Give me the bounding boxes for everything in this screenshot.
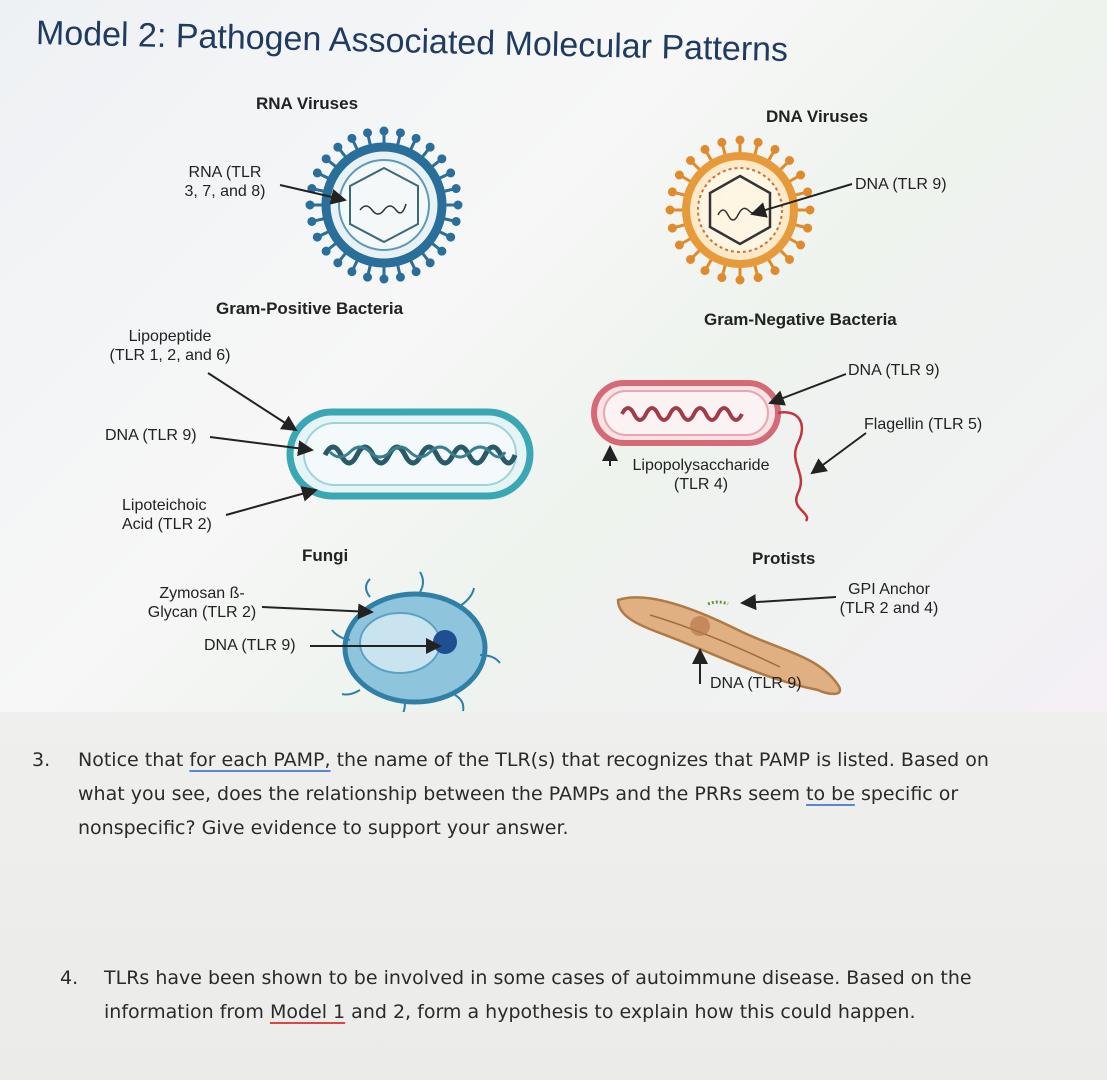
- lps-label-line2: (TLR 4): [673, 476, 729, 493]
- question-3-highlight-to-be: to be: [806, 783, 855, 805]
- gram-positive-header: Gram-Positive Bacteria: [216, 299, 404, 318]
- question-3-text: the name of the TLR(s) that recognizes t…: [330, 749, 989, 771]
- fungi-header: Fungi: [302, 546, 349, 565]
- lipoteichoic-label-line1: Lipoteichoic: [122, 497, 207, 514]
- rna-tlr-label-line2: 3, 7, and 8): [184, 183, 266, 200]
- protist-illustration: [616, 596, 842, 696]
- dna-virus-illustration: [665, 135, 815, 285]
- rna-virus-illustration: [305, 126, 463, 284]
- question-4-line-1: TLRs have been shown to be involved in s…: [104, 961, 972, 995]
- lipopeptide-label-line2: (TLR 1, 2, and 6): [109, 347, 231, 364]
- lps-label-line1: Lipopolysaccharide: [632, 457, 770, 474]
- lps-label: Lipopolysaccharide (TLR 4): [616, 456, 786, 494]
- gram-negative-dna-label: DNA (TLR 9): [848, 362, 940, 379]
- protist-dna-label: DNA (TLR 9): [710, 675, 802, 692]
- question-4: 4. TLRs have been shown to be involved i…: [60, 961, 1080, 1041]
- lipoteichoic-label-line2: Acid (TLR 2): [122, 516, 212, 533]
- lipopeptide-label-line1: Lipopeptide: [128, 328, 212, 345]
- question-4-highlight-model-1: Model 1: [269, 1001, 346, 1023]
- gram-positive-bacterium-illustration: [286, 408, 534, 500]
- zymosan-label-line2: Glycan (TLR 2): [147, 604, 257, 621]
- fungus-illustration: [331, 571, 501, 712]
- question-3-line-3: nonspecific? Give evidence to support yo…: [78, 811, 989, 845]
- question-3-highlight-for-each-pamp: for each PAMP,: [189, 749, 331, 771]
- question-3-line-1: Notice that for each PAMP, the name of t…: [78, 743, 989, 777]
- model-figure-background: [0, 0, 1107, 712]
- dna-virus-tlr-label: DNA (TLR 9): [855, 176, 947, 193]
- question-3-text: specific or: [854, 783, 959, 805]
- question-3-text: nonspecific? Give evidence to support yo…: [78, 817, 569, 839]
- dna-viruses-header: DNA Viruses: [766, 107, 869, 126]
- question-4-text: TLRs have been shown to be involved in s…: [104, 967, 972, 989]
- zymosan-label: Zymosan ß- Glycan (TLR 2): [138, 584, 266, 622]
- gpi-anchor-label-line1: GPI Anchor: [848, 581, 930, 598]
- gpi-anchor-label-line2: (TLR 2 and 4): [839, 600, 939, 617]
- rna-tlr-label: RNA (TLR 3, 7, and 8): [170, 163, 280, 201]
- gram-positive-dna-label: DNA (TLR 9): [105, 427, 197, 444]
- lipoteichoic-label: Lipoteichoic Acid (TLR 2): [122, 496, 212, 534]
- flagellin-label: Flagellin (TLR 5): [864, 416, 983, 433]
- question-4-number: 4.: [60, 967, 79, 989]
- zymosan-label-line1: Zymosan ß-: [159, 585, 245, 602]
- question-4-text: information from: [104, 1001, 270, 1023]
- pamp-diagram: [207, 126, 867, 712]
- rna-viruses-header: RNA Viruses: [256, 94, 359, 113]
- worksheet-background: [0, 712, 1107, 1080]
- question-4-line-2: information from Model 1 and 2, form a h…: [104, 995, 972, 1029]
- question-3: 3. Notice that for each PAMP, the name o…: [32, 743, 1082, 853]
- pointer-lines: [207, 183, 867, 684]
- question-3-text: what you see, does the relationship betw…: [78, 783, 807, 805]
- question-4-text: and 2, form a hypothesis to explain how …: [345, 1001, 916, 1023]
- gram-negative-header: Gram-Negative Bacteria: [704, 310, 897, 329]
- gpi-anchor-label: GPI Anchor (TLR 2 and 4): [836, 580, 942, 618]
- protists-header: Protists: [752, 549, 816, 568]
- lipopeptide-label: Lipopeptide (TLR 1, 2, and 6): [100, 327, 240, 365]
- question-3-line-2: what you see, does the relationship betw…: [78, 777, 989, 811]
- fungi-dna-label: DNA (TLR 9): [204, 637, 296, 654]
- gram-negative-bacterium-illustration: [591, 380, 809, 522]
- question-3-text: Notice that: [78, 749, 190, 771]
- rna-tlr-label-line1: RNA (TLR: [188, 164, 262, 181]
- question-3-number: 3.: [32, 749, 51, 771]
